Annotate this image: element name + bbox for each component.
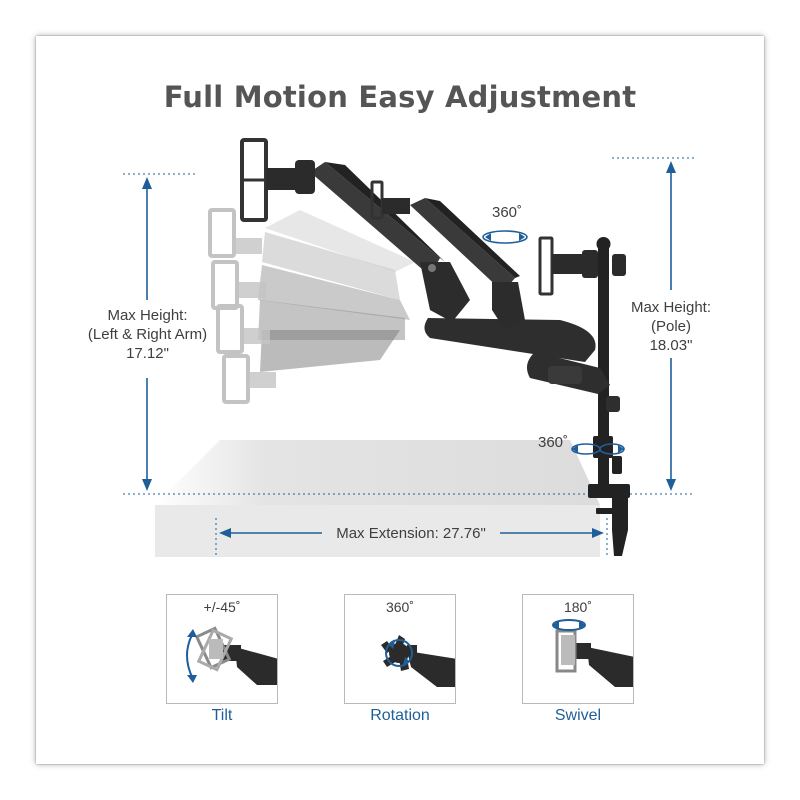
- feature-tilt: +/-45˚: [166, 594, 278, 704]
- feature-rotation: 360˚: [344, 594, 456, 704]
- left-height-line1: Max Height:: [107, 307, 188, 324]
- pole-height-line1: Max Height:: [630, 299, 712, 316]
- feature-swivel: 180˚: [522, 594, 634, 704]
- reference-lines: [123, 157, 695, 555]
- pole-height-line2: (Pole): [650, 318, 691, 335]
- left-height-label: Max Height: (Left & Right Arm) 17.12": [60, 306, 235, 363]
- tilt-illustration: [186, 626, 277, 685]
- left-height-line2: (Left & Right Arm): [87, 326, 208, 343]
- pole-monitor-plate: [538, 236, 626, 296]
- middle-monitor-plate: [370, 180, 410, 220]
- pole-and-clamp: [588, 237, 630, 556]
- motion-ghosts: [208, 208, 415, 404]
- arm-right-spring: [410, 198, 525, 330]
- left-monitor-plate: [240, 138, 315, 222]
- arm-lower: [424, 318, 620, 412]
- swivel-angle: 180˚: [563, 599, 593, 615]
- rotation-illustration: [381, 635, 455, 687]
- pole-height-label: Max Height: (Pole) 18.03": [616, 298, 726, 355]
- rotation-label: Rotation: [370, 707, 430, 724]
- tilt-label: Tilt: [211, 707, 233, 724]
- rotation-base-label: 360˚: [537, 434, 569, 451]
- left-height-line3: 17.12": [126, 345, 169, 362]
- tilt-angle: +/-45˚: [203, 599, 241, 615]
- dimension-arrows: [142, 161, 676, 538]
- page-title: Full Motion Easy Adjustment: [163, 80, 637, 114]
- rotate-arrow-icon-base: [571, 443, 625, 455]
- rotate-arrow-icon: [482, 230, 528, 244]
- rotation-angle: 360˚: [385, 599, 415, 615]
- extension-label: Max Extension: 27.76": [336, 525, 486, 542]
- swivel-illustration: [552, 619, 633, 687]
- rotation-top-label: 360˚: [491, 204, 523, 221]
- pole-height-line3: 18.03": [649, 337, 693, 354]
- swivel-label: Swivel: [554, 707, 602, 724]
